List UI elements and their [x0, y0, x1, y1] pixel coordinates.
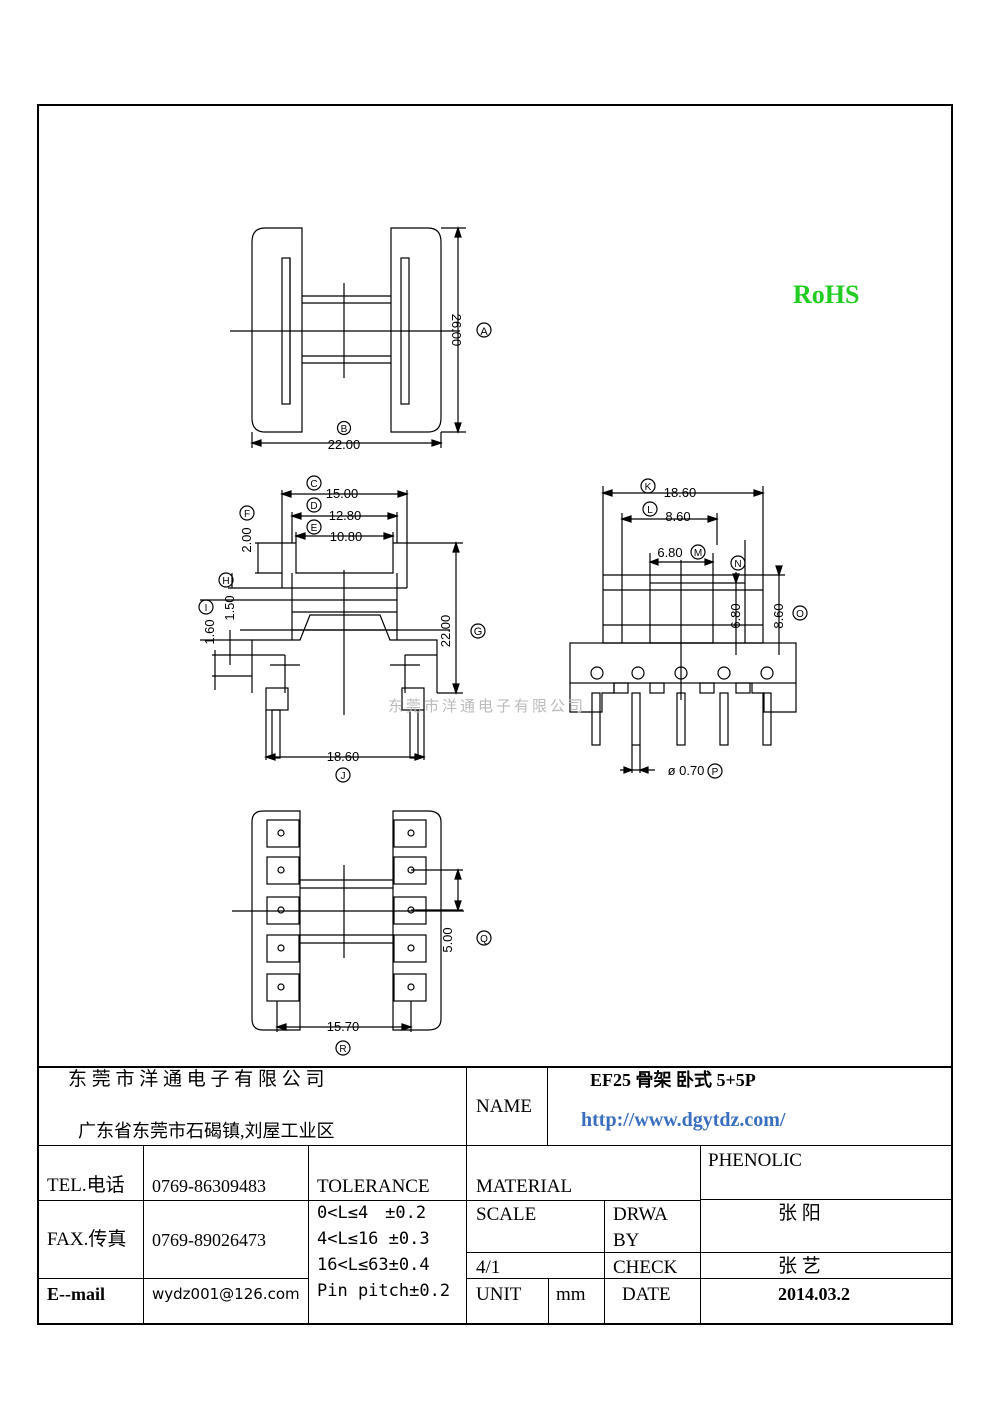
dim-g-text: 22.00 [438, 615, 453, 648]
checked-by-value: 张 艺 [778, 1256, 821, 1277]
label-a: A [480, 326, 488, 338]
unit-value: mm [556, 1284, 586, 1305]
drawn-by-label-1: DRWA [613, 1204, 668, 1225]
email-value: wydz001@126.com [152, 1285, 300, 1303]
bottom-view [232, 810, 492, 1056]
label-g: G [474, 626, 483, 638]
dim-i-text: 1.60 [202, 619, 217, 644]
label-b: B [341, 424, 348, 435]
dim-p-text: ø 0.70 [668, 763, 705, 778]
label-q: Q [480, 934, 488, 945]
label-h: H [222, 576, 229, 587]
tolerance-line-3: 16<L≤63±0.4 [317, 1255, 430, 1275]
label-l: L [647, 505, 653, 516]
label-m: M [694, 548, 702, 559]
label-n: N [734, 559, 741, 570]
name-label: NAME [476, 1096, 532, 1117]
dim-r-text: 15.70 [327, 1019, 360, 1034]
tel-label: TEL.电话 [47, 1175, 125, 1196]
dim-e-text: 10.80 [330, 529, 363, 544]
side-view [198, 475, 486, 783]
scale-label: SCALE [476, 1204, 537, 1225]
company-address: 广东省东莞市石碣镇,刘屋工业区 [78, 1121, 335, 1141]
date-label: DATE [622, 1284, 671, 1305]
company-name: 东 莞 市 洋 通 电 子 有 限 公 司 [68, 1069, 325, 1090]
label-p: P [712, 767, 719, 778]
check-label: CHECK [613, 1257, 678, 1278]
label-e: E [311, 523, 318, 534]
fax-label: FAX.传真 [47, 1229, 127, 1250]
dim-h-text: 1.50 [222, 595, 237, 620]
label-j: J [341, 771, 346, 782]
tolerance-line-2: 4<L≤16 ±0.3 [317, 1229, 430, 1249]
label-a-circle [476, 322, 492, 338]
dim-k-text: 18.60 [664, 485, 697, 500]
fax-value: 0769-89026473 [152, 1230, 266, 1250]
front-view [569, 478, 808, 779]
dim-d-text: 12.80 [329, 508, 362, 523]
watermark: 东莞市洋通电子有限公司 [388, 697, 587, 715]
dim-c-text: 15.00 [326, 486, 359, 501]
tolerance-label: TOLERANCE [317, 1176, 430, 1197]
dim-l-text: 8.60 [665, 509, 690, 524]
dim-m-text: 6.80 [657, 545, 682, 560]
tolerance-line-4: Pin pitch±0.2 [317, 1281, 451, 1301]
dim-j-text: 18.60 [327, 749, 360, 764]
dim-a-text: 26.00 [449, 314, 464, 347]
product-name: EF25 骨架 卧式 5+5P [590, 1070, 756, 1090]
label-c: C [310, 479, 317, 490]
date-value: 2014.03.2 [778, 1284, 850, 1304]
drawn-by-value: 张 阳 [778, 1203, 821, 1224]
dim-o-text: 8.60 [771, 603, 786, 628]
label-f: F [244, 509, 250, 520]
scale-value: 4/1 [476, 1257, 501, 1278]
label-r: R [339, 1044, 346, 1055]
dim-b-text: 22.00 [328, 437, 361, 452]
label-o: O [796, 609, 804, 620]
dim-f-text: 2.00 [239, 527, 254, 552]
label-i: I [205, 603, 208, 614]
top-view [230, 226, 492, 448]
drawn-by-label-2: BY [613, 1230, 640, 1251]
drawing-frame [37, 104, 953, 1325]
email-label: E--mail [47, 1284, 105, 1304]
material-label: MATERIAL [476, 1176, 573, 1197]
website-url: http://www.dgytdz.com/ [581, 1109, 786, 1131]
dim-q-text: 5.00 [440, 927, 455, 952]
label-d: D [310, 501, 317, 512]
material-value: PHENOLIC [708, 1150, 802, 1171]
tolerance-line-1: 0<L≤4 ±0.2 [317, 1203, 427, 1223]
dim-n-text: 6.80 [728, 603, 743, 628]
rohs-mark: RoHS [793, 280, 860, 309]
tel-value: 0769-86309483 [152, 1176, 266, 1196]
label-k: K [645, 482, 652, 493]
label-b-circle [336, 420, 352, 436]
unit-label: UNIT [476, 1284, 522, 1305]
